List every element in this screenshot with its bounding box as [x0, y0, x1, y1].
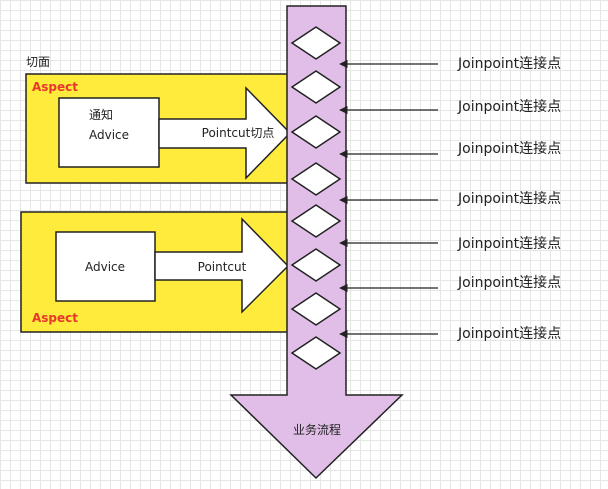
joinpoint-diamond — [290, 115, 342, 149]
joinpoint-label: Joinpoint连接点 — [457, 274, 561, 291]
joinpoint-arrows — [339, 59, 438, 339]
advice-box-2 — [55, 231, 156, 302]
joinpoint-labels: Joinpoint连接点 Joinpoint连接点 Joinpoint连接点 J… — [457, 55, 561, 342]
advice-label-2: Advice — [85, 260, 125, 274]
joinpoint-label: Joinpoint连接点 — [457, 235, 561, 252]
advice-box-1 — [58, 97, 160, 168]
aspect-title-1: Aspect — [32, 80, 78, 94]
pointcut-arrow-1 — [158, 86, 292, 180]
joinpoint-diamond — [290, 70, 342, 104]
joinpoint-label: Joinpoint连接点 — [457, 140, 561, 157]
joinpoint-diamond — [290, 248, 342, 282]
business-flow-label: 业务流程 — [293, 422, 341, 437]
joinpoint-diamond — [290, 292, 342, 326]
pointcut-label-1: Pointcut切点 — [202, 126, 275, 140]
joinpoint-diamond — [290, 26, 342, 60]
advice-label-1-line1: 通知 — [89, 108, 113, 122]
joinpoint-label: Joinpoint连接点 — [457, 55, 561, 72]
pointcut-arrow-2 — [154, 217, 290, 314]
joinpoint-label: Joinpoint连接点 — [457, 325, 561, 342]
advice-label-1-line2: Advice — [89, 128, 129, 142]
joinpoint-label: Joinpoint连接点 — [457, 98, 561, 115]
pointcut-label-2: Pointcut — [198, 260, 247, 274]
business-flow-arrow — [229, 5, 404, 480]
aspect-section-label: 切面 — [26, 55, 50, 69]
joinpoint-diamond — [290, 204, 342, 238]
aspect-title-2: Aspect — [32, 311, 78, 325]
joinpoint-label: Joinpoint连接点 — [457, 190, 561, 207]
joinpoint-diamonds — [290, 26, 342, 370]
joinpoint-diamond — [290, 336, 342, 370]
joinpoint-diamond — [290, 162, 342, 196]
